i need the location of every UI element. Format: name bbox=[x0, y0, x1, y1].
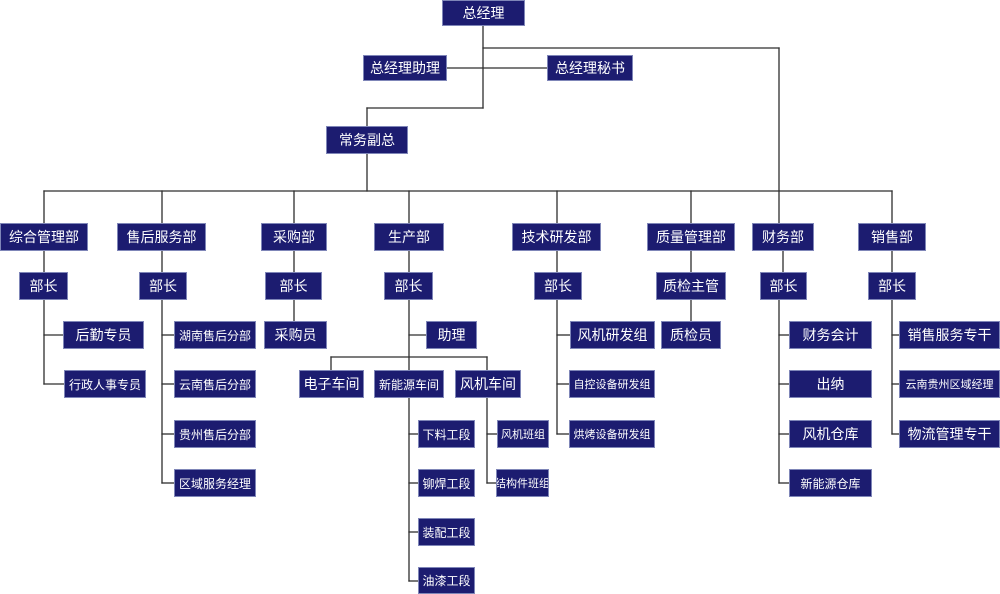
node-general-manager: 总经理 bbox=[442, 0, 525, 26]
node-finance-head: 部长 bbox=[760, 272, 807, 300]
node-dept-production: 生产部 bbox=[374, 223, 444, 251]
node-general-head: 部长 bbox=[19, 272, 68, 300]
node-quality-supervisor: 质检主管 bbox=[656, 272, 726, 300]
node-admin-hr-staff: 行政人事专员 bbox=[64, 370, 146, 398]
node-executive-deputy: 常务副总 bbox=[326, 126, 408, 154]
node-dept-sales: 销售部 bbox=[858, 223, 926, 251]
node-fan-team: 风机班组 bbox=[497, 420, 549, 448]
node-production-assistant: 助理 bbox=[426, 321, 477, 349]
node-yungui-regional-manager: 云南贵州区域经理 bbox=[899, 370, 1000, 398]
node-drying-rnd-group: 烘烤设备研发组 bbox=[569, 420, 655, 448]
node-sales-service-specialist: 销售服务专干 bbox=[899, 321, 1000, 349]
node-hunan-branch: 湖南售后分部 bbox=[174, 321, 256, 349]
node-dept-purchasing: 采购部 bbox=[261, 223, 327, 251]
node-regional-service-manager: 区域服务经理 bbox=[174, 469, 256, 497]
node-fan-rnd-group: 风机研发组 bbox=[570, 321, 655, 349]
node-painting-section: 油漆工段 bbox=[418, 567, 475, 594]
node-purchasing-head: 部长 bbox=[265, 272, 322, 300]
node-buyer: 采购员 bbox=[264, 321, 327, 349]
node-gm-assistant: 总经理助理 bbox=[363, 55, 447, 81]
node-dept-rnd: 技术研发部 bbox=[512, 223, 601, 251]
node-dept-quality: 质量管理部 bbox=[647, 223, 735, 251]
node-aftersales-head: 部长 bbox=[139, 272, 187, 300]
node-new-energy-warehouse: 新能源仓库 bbox=[789, 469, 872, 497]
node-accountant: 财务会计 bbox=[789, 321, 872, 349]
node-yunnan-branch: 云南售后分部 bbox=[174, 370, 256, 398]
node-riveting-welding-section: 铆焊工段 bbox=[418, 469, 475, 497]
node-dept-finance: 财务部 bbox=[752, 223, 814, 251]
node-rnd-head: 部长 bbox=[534, 272, 582, 300]
node-quality-inspector: 质检员 bbox=[661, 321, 721, 349]
node-guizhou-branch: 贵州售后分部 bbox=[174, 420, 256, 448]
node-sales-head: 部长 bbox=[868, 272, 916, 300]
node-electronics-workshop: 电子车间 bbox=[299, 370, 364, 398]
node-dept-after-sales: 售后服务部 bbox=[117, 223, 206, 251]
node-assembly-section: 装配工段 bbox=[418, 518, 475, 546]
node-new-energy-workshop: 新能源车间 bbox=[374, 370, 444, 398]
node-automation-rnd-group: 自控设备研发组 bbox=[569, 370, 655, 398]
node-structure-team: 结构件班组 bbox=[496, 469, 549, 497]
node-dept-general-management: 综合管理部 bbox=[0, 223, 88, 251]
node-gm-secretary: 总经理秘书 bbox=[547, 55, 633, 81]
node-fan-warehouse: 风机仓库 bbox=[789, 420, 872, 448]
node-logistics-management-specialist: 物流管理专干 bbox=[899, 420, 1000, 448]
node-logistics-staff: 后勤专员 bbox=[63, 321, 144, 349]
node-production-head: 部长 bbox=[384, 272, 433, 300]
node-fan-workshop: 风机车间 bbox=[455, 370, 521, 398]
node-cashier: 出纳 bbox=[789, 370, 872, 398]
node-blanking-section: 下料工段 bbox=[418, 420, 475, 448]
